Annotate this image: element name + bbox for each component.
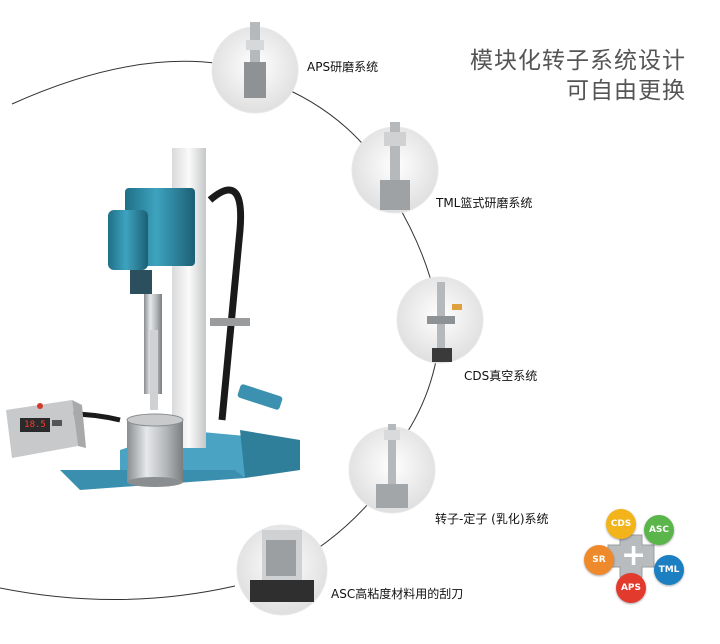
label-tml-system: TML篮式研磨系统 (436, 196, 533, 210)
headline-line-2: 可自由更换 (566, 78, 686, 104)
headline-line-1: 模块化转子系统设计 (470, 48, 686, 74)
badge-asc: ASC (644, 515, 674, 545)
system-badge-cluster: + CDS ASC SR TML APS (578, 505, 688, 605)
label-aps-system: APS研磨系统 (307, 60, 379, 74)
badge-aps: APS (616, 573, 646, 603)
badge-tml: TML (654, 555, 684, 585)
badge-center-plus: + (621, 538, 647, 573)
headline: 模块化转子系统设计 可自由更换 (470, 46, 686, 106)
label-asc-scraper: ASC高粘度材料用的刮刀 (331, 587, 464, 601)
badge-sr: SR (584, 545, 614, 575)
control-box-display: 18.5 (24, 420, 46, 430)
badge-cds: CDS (606, 509, 636, 539)
label-rotor-stator-system: 转子-定子 (乳化)系统 (435, 512, 549, 526)
label-cds-system: CDS真空系统 (464, 369, 538, 383)
